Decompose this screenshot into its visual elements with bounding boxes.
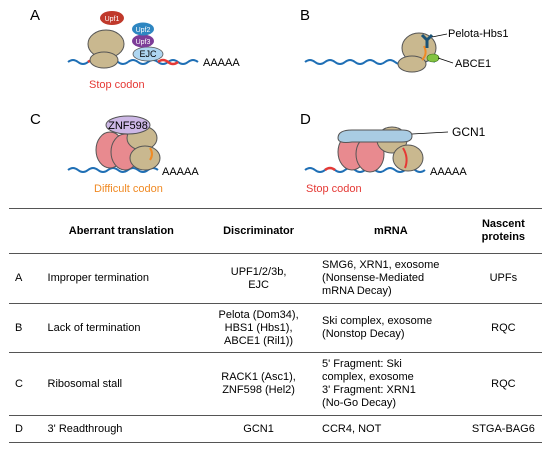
row-mrna: Ski complex, exosome (Nonstop Decay): [317, 303, 465, 353]
row-aberrant: 3' Readthrough: [43, 415, 200, 443]
panel-c-factor: ZNF598: [108, 120, 148, 132]
header-nascent-proteins: Nascent proteins: [464, 208, 542, 254]
cell-line: SMG6, XRN1, exosome: [322, 259, 440, 271]
row-id: D: [9, 415, 44, 443]
panel-d-factor: GCN1: [452, 125, 486, 139]
cell-line: ZNF598 (Hel2): [222, 384, 295, 396]
panel-c-caption: Difficult codon: [94, 183, 163, 195]
panel-b-factor1: Pelota-Hbs1: [448, 28, 509, 40]
row-aberrant: Ribosomal stall: [43, 352, 200, 416]
panel-a-upf3-label: Upf3: [136, 39, 151, 46]
panel-a-polya: AAAAA: [203, 57, 240, 69]
panel-b-orange-path: [421, 45, 427, 61]
summary-table: Aberrant translation Discriminator mRNA …: [9, 208, 542, 443]
cell-line: UPF1/2/3b,: [230, 265, 287, 278]
cell-line: complex, exosome: [322, 371, 414, 383]
panel-d: D GCN1 AAAAA Stop codon: [300, 111, 486, 195]
panel-b: B Pelota-Hbs1 ABCE1: [300, 7, 509, 73]
panel-a-upf2-label: Upf2: [136, 27, 151, 34]
header-discriminator: Discriminator: [199, 208, 318, 254]
row-discriminator: Pelota (Dom34), HBS1 (Hbs1), ABCE1 (Ril1…: [199, 303, 318, 353]
panel-a-upf2: [132, 22, 154, 36]
row-nascent: RQC: [464, 303, 542, 353]
table-header-row: Aberrant translation Discriminator mRNA …: [9, 208, 542, 254]
cell-line: (Nonsense-Mediated: [322, 272, 425, 284]
panel-b-factor2: ABCE1: [455, 58, 491, 70]
panel-d-gcn1: [337, 129, 413, 143]
panel-b-pelota-pointer: [431, 33, 448, 38]
panel-a-ptc-mark: [157, 58, 179, 66]
header-aberrant-translation: Aberrant translation: [43, 208, 200, 254]
row-mrna: CCR4, NOT: [317, 415, 465, 443]
panel-d-stop-codon-mark: [324, 166, 336, 172]
header-mrna: mRNA: [317, 208, 465, 254]
panel-a-ejc: [132, 46, 164, 62]
cell-line: 3' Fragment: XRN1: [322, 384, 416, 396]
cell-line: EJC: [248, 278, 269, 291]
panel-d-letter: D: [300, 111, 311, 128]
panel-d-nascent-chain: [402, 147, 408, 169]
panel-d-gcn1-pointer: [411, 131, 449, 135]
table-row: A Improper termination UPF1/2/3b, EJC SM…: [9, 253, 542, 304]
row-mrna: 5' Fragment: Ski complex, exosome 3' Fra…: [317, 352, 465, 416]
panel-a-upf3: [132, 34, 154, 48]
panel-a-ribosome-small: [89, 51, 119, 69]
panel-b-abce1-pointer: [437, 57, 454, 64]
cell-line: (Nonstop Decay): [322, 328, 405, 340]
table-row: B Lack of termination Pelota (Dom34), HB…: [9, 303, 542, 353]
row-aberrant: Improper termination: [43, 253, 200, 304]
panel-a: A Upf1 EJC Upf3 Upf2 AAAAA Stop codon: [30, 7, 240, 91]
panel-a-upf1: [100, 11, 124, 25]
cell-line: RACK1 (Asc1),: [221, 371, 296, 383]
row-nascent: STGA-BAG6: [464, 415, 542, 443]
row-discriminator: GCN1: [199, 415, 318, 443]
cell-line: 5' Fragment: Ski: [322, 358, 402, 370]
table-row: D 3' Readthrough GCN1 CCR4, NOT STGA-BAG…: [9, 415, 542, 443]
panel-b-letter: B: [300, 7, 310, 24]
cell-line: Pelota (Dom34),: [218, 308, 299, 321]
row-nascent: UPFs: [464, 253, 542, 304]
panel-a-ejc-label: EJC: [139, 49, 157, 59]
row-aberrant: Lack of termination: [43, 303, 200, 353]
panel-c-ribosome-large-front: [129, 145, 161, 171]
panel-a-mrna-right: [127, 59, 199, 65]
panel-c: C ZNF598 AAAAA Difficult codon: [30, 111, 199, 195]
panel-d-caption: Stop codon: [306, 183, 362, 195]
cell-line: ABCE1 (Ril1)): [224, 334, 294, 347]
cell-line: CCR4, NOT: [322, 422, 382, 435]
panel-b-pelota-hbs1: [420, 33, 434, 48]
row-discriminator: RACK1 (Asc1), ZNF598 (Hel2): [199, 352, 318, 416]
panel-a-caption: Stop codon: [89, 79, 145, 91]
panel-d-ribosome-large-front: [392, 144, 424, 172]
row-id: A: [9, 253, 44, 304]
cell-line: (No-Go Decay): [322, 397, 396, 409]
panel-c-znf598: [105, 115, 151, 135]
panel-a-upf1-label: Upf1: [105, 16, 120, 23]
mechanism-diagram: A Upf1 EJC Upf3 Upf2 AAAAA Stop codon B …: [30, 7, 509, 195]
cell-line: HBS1 (Hbs1),: [224, 321, 293, 334]
cell-line: Ski complex, exosome: [322, 315, 433, 327]
panel-b-abce1: [426, 53, 440, 63]
panel-c-letter: C: [30, 111, 41, 128]
panel-d-polya: AAAAA: [430, 166, 467, 178]
row-mrna: SMG6, XRN1, exosome (Nonsense-Mediated m…: [317, 253, 465, 304]
cell-line: mRNA Decay): [322, 285, 392, 297]
table-row: C Ribosomal stall RACK1 (Asc1), ZNF598 (…: [9, 352, 542, 416]
panel-c-nascent-chain: [149, 147, 153, 161]
panel-b-ribosome-small: [397, 55, 427, 73]
row-id: B: [9, 303, 44, 353]
row-nascent: RQC: [464, 352, 542, 416]
row-discriminator: UPF1/2/3b, EJC: [199, 253, 318, 304]
header-id: [9, 208, 44, 254]
cell-line: GCN1: [243, 422, 274, 435]
panel-a-letter: A: [30, 7, 40, 24]
row-id: C: [9, 352, 44, 416]
panel-c-polya: AAAAA: [162, 166, 199, 178]
